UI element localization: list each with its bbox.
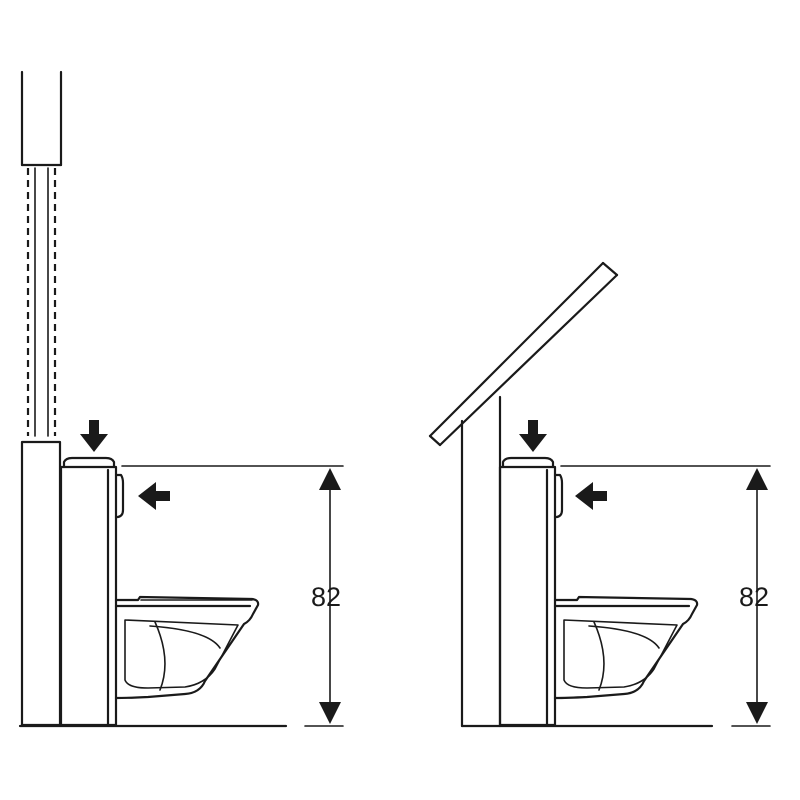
- height-dimension: 82: [121, 465, 344, 727]
- cistern-module: [59, 456, 125, 727]
- wall-hung-toilet: [114, 595, 260, 700]
- wall-hung-toilet: [553, 595, 699, 700]
- arrow-left-icon: [138, 482, 170, 510]
- flat-ceiling-view: 82: [18, 70, 344, 728]
- arrow-down-icon: [519, 420, 547, 452]
- wall-panel: [460, 395, 502, 728]
- dimension-label: 82: [739, 582, 769, 612]
- sloped-ceiling-view: 82: [428, 261, 771, 728]
- dimension-label: 82: [311, 582, 341, 612]
- pipe-duct: [20, 70, 63, 437]
- height-dimension: 82: [560, 465, 771, 727]
- cistern-module: [498, 456, 564, 727]
- arrow-left-icon: [575, 482, 607, 510]
- wall-panel: [20, 440, 62, 727]
- arrow-down-icon: [80, 420, 108, 452]
- sloped-ceiling: [428, 261, 619, 447]
